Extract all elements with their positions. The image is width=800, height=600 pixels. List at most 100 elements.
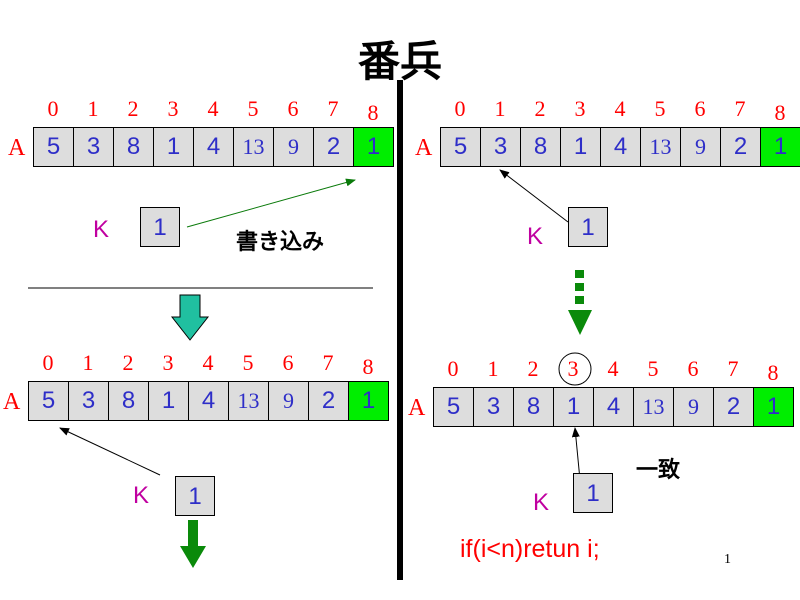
compare-arrow-bl	[59, 427, 161, 476]
index-label: 6	[687, 356, 699, 381]
index-label: 0	[454, 96, 466, 121]
array-cell: 5	[434, 388, 474, 426]
index-label: 5	[247, 96, 259, 121]
key-value: 1	[586, 480, 600, 507]
array-cell: 9	[269, 382, 309, 420]
index-label: 4	[207, 96, 219, 121]
array-cell: 2	[714, 388, 754, 426]
array-cell: 2	[309, 382, 349, 420]
array-label: A	[3, 389, 21, 415]
array-label: A	[408, 395, 426, 421]
match-arrow	[571, 427, 581, 481]
array-label: A	[8, 135, 26, 161]
array-cell: 1	[554, 388, 594, 426]
array-cell: 5	[441, 128, 481, 166]
array-cell: 3	[69, 382, 109, 420]
index-label: 8	[362, 354, 374, 379]
code-text: if(i<n)retun i;	[460, 535, 600, 563]
key-label: K	[93, 216, 110, 243]
array-cell: 1	[154, 128, 194, 166]
write-label: 書き込み	[236, 229, 325, 254]
index-label: 8	[367, 100, 379, 125]
array-cell: 4	[594, 388, 634, 426]
compare-arrow-tr	[499, 169, 569, 223]
index-row: 0 1 2 3 4 5 6 7 8	[28, 350, 388, 380]
index-label: 7	[327, 96, 339, 121]
slide-title: 番兵	[357, 38, 442, 85]
green-down-arrow-icon	[180, 520, 206, 568]
index-label: 5	[654, 96, 666, 121]
index-label: 6	[282, 350, 294, 375]
key-label: K	[527, 223, 544, 250]
index-label: 3	[574, 96, 586, 121]
index-label: 4	[202, 350, 214, 375]
key-value: 1	[581, 214, 595, 241]
index-label: 2	[127, 96, 139, 121]
index-label: 0	[42, 350, 54, 375]
write-arrow	[186, 178, 356, 228]
sentinel-cell: 1	[754, 388, 793, 426]
index-label: 5	[242, 350, 254, 375]
index-label: 5	[647, 356, 659, 381]
index-label: 4	[607, 356, 619, 381]
index-label: 1	[82, 350, 94, 375]
array-cell: 5	[34, 128, 74, 166]
index-highlight-circle	[558, 352, 592, 386]
index-label: 8	[774, 100, 786, 125]
key-value: 1	[188, 483, 202, 510]
array-cell: 13	[234, 128, 274, 166]
page-number: 1	[724, 552, 731, 567]
array-cell: 4	[601, 128, 641, 166]
array-cell: 1	[149, 382, 189, 420]
index-label: 1	[87, 96, 99, 121]
teal-down-arrow-icon	[170, 294, 210, 341]
index-label: 7	[734, 96, 746, 121]
array-cell: 3	[474, 388, 514, 426]
index-label: 8	[767, 360, 779, 385]
index-label: 0	[47, 96, 59, 121]
key-box: 1	[568, 207, 608, 247]
array-cell: 2	[721, 128, 761, 166]
key-box: 1	[140, 207, 180, 247]
array-cell: 13	[634, 388, 674, 426]
array-cell: 9	[674, 388, 714, 426]
array-cell: 4	[189, 382, 229, 420]
array-cell: 8	[521, 128, 561, 166]
array-cell: 13	[229, 382, 269, 420]
index-label: 2	[527, 356, 539, 381]
array-cell: 1	[561, 128, 601, 166]
key-box: 1	[175, 476, 215, 516]
array-cell: 9	[681, 128, 721, 166]
array-cell: 9	[274, 128, 314, 166]
dotted-down-arrow-icon	[568, 270, 592, 335]
index-label: 4	[614, 96, 626, 121]
index-label: 2	[122, 350, 134, 375]
sentinel-cell: 1	[354, 128, 393, 166]
index-label: 3	[167, 96, 179, 121]
array-cell: 8	[109, 382, 149, 420]
array-cell: 8	[114, 128, 154, 166]
index-label: 3	[162, 350, 174, 375]
index-label: 7	[727, 356, 739, 381]
index-label: 7	[322, 350, 334, 375]
index-label: 3	[567, 356, 579, 381]
key-value: 1	[153, 214, 167, 241]
sentinel-cell: 1	[761, 128, 800, 166]
array-cell: 3	[481, 128, 521, 166]
index-label: 6	[694, 96, 706, 121]
match-label: 一致	[636, 457, 681, 482]
array-cell: 13	[641, 128, 681, 166]
array-cell: 2	[314, 128, 354, 166]
array-cell: 3	[74, 128, 114, 166]
key-label: K	[533, 489, 550, 516]
index-label: 2	[534, 96, 546, 121]
key-label: K	[133, 482, 150, 509]
